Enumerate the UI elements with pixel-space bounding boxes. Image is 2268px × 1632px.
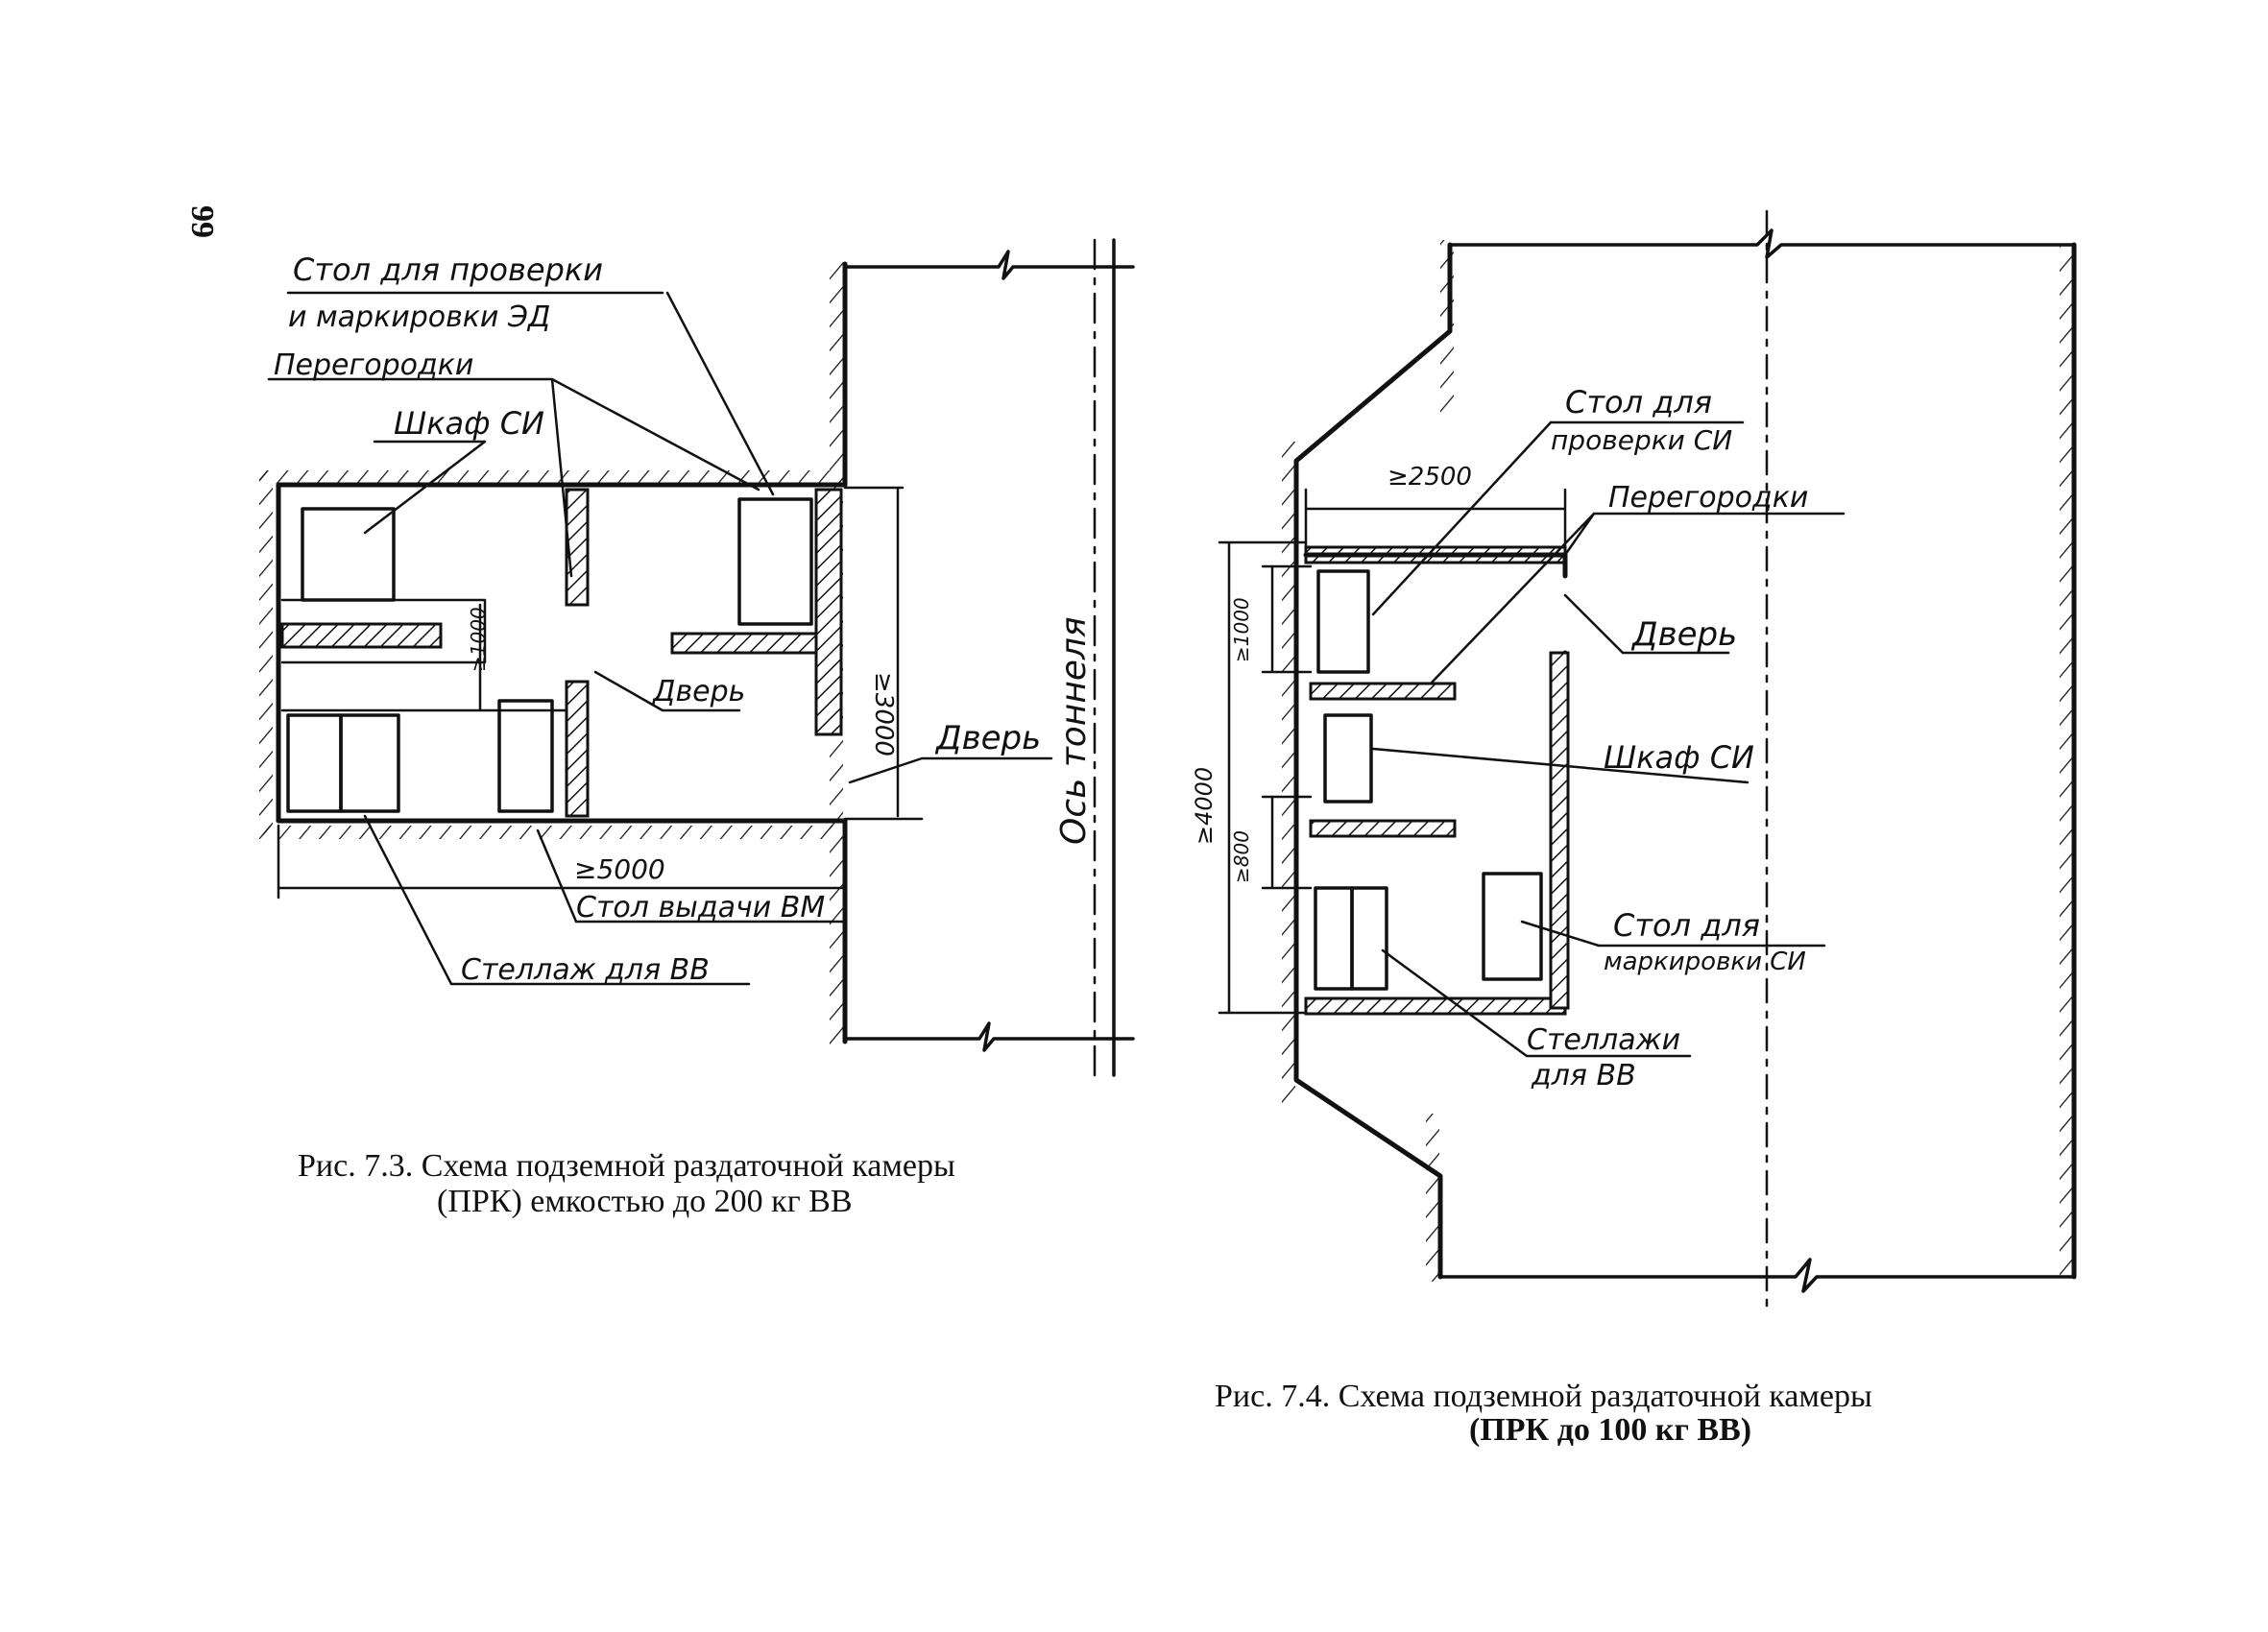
caption-7-3-line1: Рис. 7.3. Схема подземной раздаточной ка… <box>298 1148 955 1184</box>
label-table-issue: Стол выдачи ВМ <box>576 891 825 924</box>
label-table-check: Стол для проверки <box>293 252 603 288</box>
dim-3000-7-3: ≥3000 <box>869 672 898 756</box>
label-partitions-7-3: Перегородки <box>274 348 473 382</box>
bottom-wall-7-4 <box>1304 996 1567 1016</box>
dim-1000-7-4: ≥1000 <box>1230 597 1253 662</box>
rack-vv-7-3b <box>339 713 400 813</box>
table-mark-si-7-4 <box>1482 872 1543 981</box>
dim-2500-7-4: ≥2500 <box>1387 463 1472 492</box>
label-partitions-7-4: Перегородки <box>1608 481 1808 515</box>
table-check-si-7-4 <box>1316 569 1370 674</box>
dim-5000-7-3: ≥5000 <box>574 853 665 885</box>
dim-800-7-4: ≥800 <box>1230 830 1253 883</box>
figure-7-3: Ось тоннеля ≥3000 ≥1000 ≥5000 <box>259 238 1135 1219</box>
caption-7-4-line2: (ПРК до 100 кг ВВ) <box>1469 1412 1751 1448</box>
table-issue-7-3 <box>497 699 554 813</box>
rack-vv-7-4a <box>1314 886 1354 991</box>
caption-7-3-line2: (ПРК) емкостью до 200 кг ВВ <box>437 1184 853 1219</box>
label-cabinet-7-4: Шкаф СИ <box>1604 739 1754 776</box>
partition-outer-7-3 <box>814 488 843 736</box>
label-rack-7-3: Стеллаж для ВВ <box>461 953 710 987</box>
label-door-7-4: Дверь <box>1630 615 1737 654</box>
rack-vv-7-4b <box>1350 886 1388 991</box>
label-tunnel-axis: Ось тоннеля <box>1054 616 1094 845</box>
rack-vv-7-3a <box>286 713 343 813</box>
excavation-outline-7-4 <box>1293 242 1453 1280</box>
label-table-check-7-4-2: проверки СИ <box>1551 424 1732 456</box>
label-door-outer-7-3: Дверь <box>934 719 1041 757</box>
label-cabinet-7-3: Шкаф СИ <box>394 405 544 442</box>
figure-7-4: ≥2500 ≥1000 ≥4000 ≥800 Стол для проверки… <box>1191 209 2077 1448</box>
chamber-outline-7-4 <box>1303 552 1568 1011</box>
label-table-mark-7-4-2: маркировки СИ <box>1604 948 1806 976</box>
cabinet-si-7-3 <box>301 507 396 602</box>
label-table-check-2: и маркировки ЭД <box>288 300 550 334</box>
label-door-inner-7-3: Дверь <box>651 675 745 708</box>
dim-1000-7-3: ≥1000 <box>467 607 490 672</box>
label-table-mark-7-4: Стол для <box>1613 907 1760 944</box>
label-table-check-7-4: Стол для <box>1565 384 1712 420</box>
label-racks-7-4-2: для ВВ <box>1531 1059 1636 1092</box>
cabinet-si-7-4 <box>1323 713 1373 804</box>
page-number: 99 <box>184 205 220 238</box>
table-check-7-3 <box>737 497 813 626</box>
label-racks-7-4: Стеллажи <box>1527 1023 1680 1057</box>
dim-4000-7-4: ≥4000 <box>1191 767 1218 845</box>
caption-7-4-line1: Рис. 7.4. Схема подземной раздаточной ка… <box>1215 1379 1872 1414</box>
